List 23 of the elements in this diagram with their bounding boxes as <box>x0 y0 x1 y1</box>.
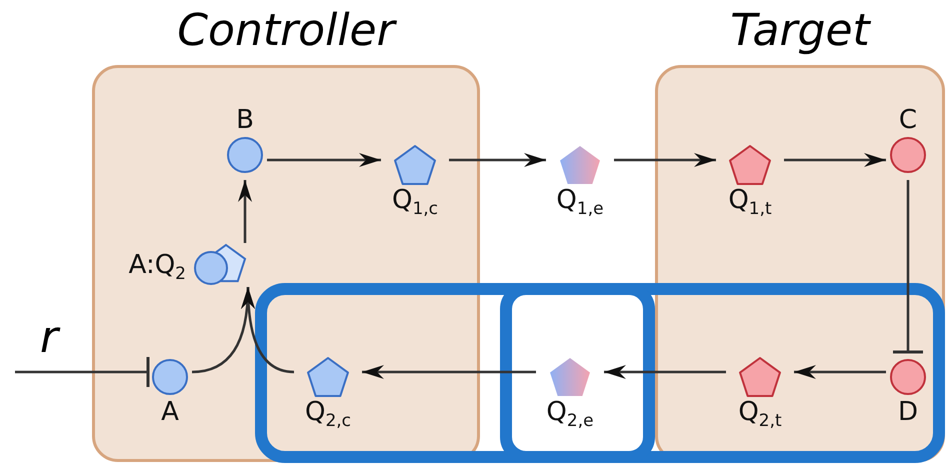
highlight-frame <box>255 283 945 463</box>
node-label: Q$_{1,c}$ <box>392 185 438 215</box>
node-label: A:Q$_{2}$ <box>128 250 186 280</box>
arrow <box>192 286 254 374</box>
node-label: Q$_{1,e}$ <box>556 185 604 215</box>
node-label: D <box>898 397 918 427</box>
node-label: Q$_{2,e}$ <box>546 397 594 427</box>
arrow <box>794 365 886 379</box>
panel-title: Controller <box>176 6 398 56</box>
arrow <box>449 153 546 167</box>
panel-title: Target <box>729 6 872 56</box>
node-label: Q$_{2,c}$ <box>304 397 352 427</box>
arrow <box>238 180 252 243</box>
arrow <box>604 365 726 379</box>
node-label: B <box>236 105 254 135</box>
node-label: A <box>161 397 179 427</box>
arrow <box>784 153 886 167</box>
arrow <box>362 365 536 379</box>
arrow <box>267 153 381 167</box>
arrow <box>614 153 716 167</box>
node-label: Q$_{1,t}$ <box>728 185 772 215</box>
node-label: C <box>898 105 918 135</box>
node-label: Q$_{2,t}$ <box>738 397 782 427</box>
